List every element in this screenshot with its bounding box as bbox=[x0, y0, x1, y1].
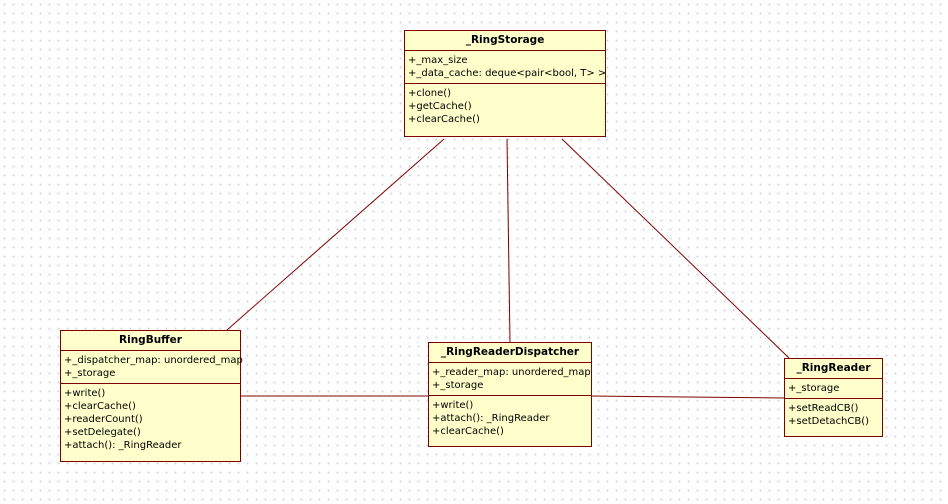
association-dispatcher-reader[interactable] bbox=[591, 395, 785, 399]
operation: +write() bbox=[64, 388, 106, 399]
operation: +clearCache() bbox=[408, 114, 480, 125]
class-name: _RingStorage bbox=[405, 31, 605, 51]
attribute: +_storage bbox=[788, 383, 840, 394]
attribute: +_data_cache: deque<pair<bool, T> > bbox=[408, 68, 607, 79]
operations-compartment: +write() +clearCache() +readerCount() +s… bbox=[61, 384, 240, 455]
class-ring-storage[interactable]: _RingStorage +_max_size +_data_cache: de… bbox=[404, 30, 606, 137]
operation: +setReadCB() bbox=[788, 403, 859, 414]
class-ring-reader[interactable]: _RingReader +_storage +setReadCB() +setD… bbox=[784, 358, 883, 437]
attributes-compartment: +_storage bbox=[785, 379, 882, 399]
attributes-compartment: +_dispatcher_map: unordered_map +_storag… bbox=[61, 351, 243, 384]
operation: +clone() bbox=[408, 88, 452, 99]
operations-compartment: +write() +attach(): _RingReader +clearCa… bbox=[429, 396, 591, 441]
attribute: +_max_size bbox=[408, 55, 468, 66]
attribute: +_storage bbox=[432, 380, 484, 391]
operation: +attach(): _RingReader bbox=[432, 413, 550, 424]
class-name: _RingReader bbox=[785, 359, 882, 379]
operation: +attach(): _RingReader bbox=[64, 440, 182, 451]
class-ring-buffer[interactable]: RingBuffer +_dispatcher_map: unordered_m… bbox=[60, 330, 243, 462]
class-name: RingBuffer bbox=[61, 331, 240, 351]
attributes-compartment: +_reader_map: unordered_map +_storage bbox=[429, 363, 591, 396]
operation: +getCache() bbox=[408, 101, 472, 112]
operation: +clearCache() bbox=[64, 401, 136, 412]
operations-compartment: +clone() +getCache() +clearCache() bbox=[405, 84, 605, 129]
association-storage-reader[interactable] bbox=[561, 138, 790, 359]
attribute: +_dispatcher_map: unordered_map bbox=[64, 355, 243, 366]
attribute: +_reader_map: unordered_map bbox=[432, 367, 591, 378]
operation: +readerCount() bbox=[64, 414, 143, 425]
attributes-compartment: +_max_size +_data_cache: deque<pair<bool… bbox=[405, 51, 607, 84]
association-storage-buffer[interactable] bbox=[226, 138, 445, 331]
operation: +write() bbox=[432, 400, 474, 411]
operations-compartment: +setReadCB() +setDetachCB() bbox=[785, 399, 882, 431]
class-ring-reader-dispatcher[interactable]: _RingReaderDispatcher +_reader_map: unor… bbox=[428, 342, 592, 447]
operation: +setDetachCB() bbox=[788, 416, 870, 427]
association-storage-dispatcher[interactable] bbox=[506, 138, 511, 343]
operation: +setDelegate() bbox=[64, 427, 141, 438]
attribute: +_storage bbox=[64, 368, 116, 379]
operation: +clearCache() bbox=[432, 426, 504, 437]
class-name: _RingReaderDispatcher bbox=[429, 343, 591, 363]
